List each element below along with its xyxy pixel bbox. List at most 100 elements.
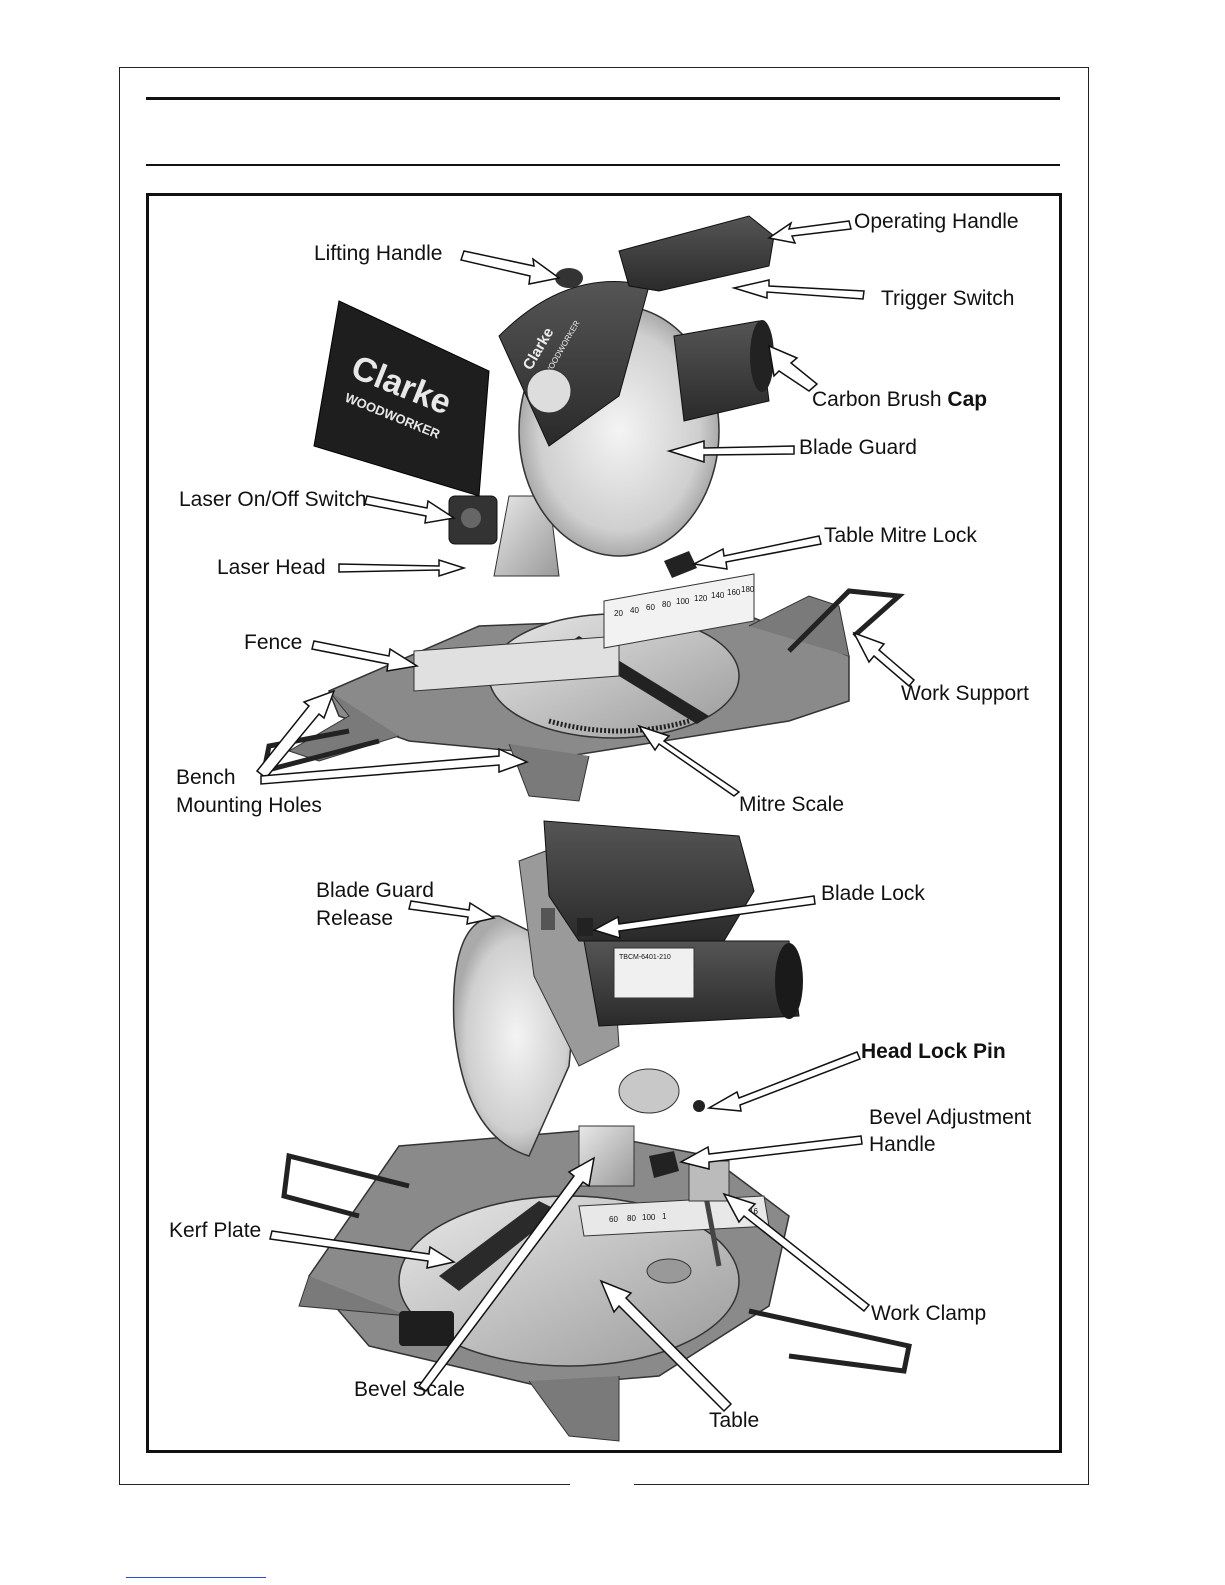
arrow-blade-guard-release — [408, 900, 496, 925]
rating-plate-model: TBCM-6401-210 — [619, 954, 671, 961]
arrow-carbon-brush-cap — [768, 344, 819, 392]
arrow-bevel-adjustment-handle — [678, 1135, 863, 1170]
label-lifting-handle: Lifting Handle — [314, 242, 442, 265]
label-mitre-scale: Mitre Scale — [739, 793, 844, 816]
side-block — [399, 1311, 454, 1346]
label-kerf-plate: Kerf Plate — [169, 1219, 261, 1242]
arrow-laser-switch — [364, 495, 457, 524]
ruler-number: 180 — [741, 585, 755, 594]
head-lock-housing — [618, 1068, 680, 1114]
arrow-blade-lock — [592, 895, 816, 940]
work-support-rod-right — [787, 588, 905, 653]
arrow-work-clamp — [722, 1192, 871, 1313]
ruler-number: 100 — [676, 597, 690, 606]
ruler-number: 80 — [662, 600, 671, 609]
label-blade-guard: Blade Guard — [799, 436, 917, 459]
bevel-adjustment-handle — [649, 1151, 679, 1178]
label-trigger-switch: Trigger Switch — [881, 287, 1014, 310]
laser-lens — [461, 508, 481, 528]
motor-housing — [673, 320, 770, 422]
blade-guard-release — [541, 908, 555, 930]
work-support-rod-right — [748, 1308, 912, 1374]
operating-handle — [543, 820, 755, 942]
ruler-number: 1 — [662, 1212, 667, 1221]
label-carbon-brush-cap-text: Carbon Brush — [812, 388, 942, 411]
carbon-brush-cap — [750, 320, 774, 392]
kerf-plate — [439, 1201, 559, 1291]
work-clamp-pad — [646, 1258, 692, 1284]
arrow-laser-head — [338, 558, 467, 578]
header-rule-bottom — [146, 164, 1060, 166]
label-operating-handle: Operating Handle — [854, 210, 1019, 233]
arrow-lifting-handle — [460, 250, 561, 285]
ruler-number: 60 — [609, 1215, 618, 1224]
base-leg-right — [748, 595, 850, 657]
ruler-number: 80 — [627, 1214, 636, 1223]
label-table: Table — [709, 1409, 759, 1432]
arrow-head-lock-pin — [706, 1051, 861, 1112]
carbon-brush-cap — [775, 943, 803, 1019]
arrow-mitre-scale — [637, 724, 741, 797]
arrow-table — [599, 1279, 733, 1413]
work-support-rod-left — [281, 1152, 410, 1219]
callout-labels: Operating Handle Lifting Handle Trigger … — [169, 210, 1031, 1432]
ruler-number: 140 — [711, 591, 725, 600]
top-mitre-saw: 20 40 60 80 100 120 140 160 180 Clarke W… — [260, 215, 905, 802]
parts-identification-figure: 20 40 60 80 100 120 140 160 180 Clarke W… — [146, 193, 1062, 1453]
fence — [413, 635, 620, 692]
arrow-operating-handle — [767, 220, 852, 245]
label-carbon-brush-cap: Carbon Brush Cap — [812, 388, 987, 411]
page-number-gap — [570, 1478, 634, 1492]
arrow-trigger-switch — [731, 279, 865, 300]
arrow-work-support — [852, 631, 916, 688]
arrow-kerf-plate — [269, 1230, 456, 1269]
callout-arrows — [255, 220, 916, 1413]
mitre-ruler-numbers: 20 40 60 80 100 120 140 160 180 — [614, 585, 755, 618]
ruler-number: 60 — [646, 603, 655, 612]
operating-handle — [618, 215, 775, 292]
arrow-bevel-scale — [417, 1156, 596, 1393]
table-mitre-lock — [664, 551, 697, 578]
header-rule-top — [146, 97, 1060, 100]
dust-bag — [313, 300, 490, 497]
label-fence: Fence — [244, 631, 302, 654]
label-laser-switch: Laser On/Off Switch — [179, 488, 367, 511]
label-blade-guard-release-1: Blade Guard — [316, 879, 434, 902]
label-work-clamp: Work Clamp — [871, 1302, 986, 1325]
base-leg-left — [298, 1275, 410, 1317]
label-work-support: Work Support — [901, 682, 1029, 705]
label-laser-head: Laser Head — [217, 556, 326, 579]
ruler-number: 40 — [630, 606, 639, 615]
label-bevel-adjustment-handle-1: Bevel Adjustment — [869, 1106, 1031, 1129]
label-bevel-adjustment-handle-2: Handle — [869, 1133, 936, 1156]
arrow-bench-mounting-holes-a — [255, 689, 336, 780]
arrow-table-mitre-lock — [691, 535, 822, 570]
arrow-fence — [311, 640, 420, 672]
mitre-ruler — [603, 573, 755, 649]
label-blade-guard-release-2: Release — [316, 907, 393, 930]
label-bench-mounting-holes-2: Mounting Holes — [176, 794, 322, 817]
lifting-handle — [555, 268, 583, 288]
arrow-blade-guard — [666, 440, 795, 464]
ruler-number: 120 — [694, 594, 708, 603]
ruler-number: 20 — [614, 609, 623, 618]
figure-canvas: 20 40 60 80 100 120 140 160 180 Clarke W… — [169, 210, 1031, 1442]
footer-link-underline[interactable] — [126, 1577, 266, 1578]
ruler-number: 160 — [727, 588, 741, 597]
base-leg-front — [508, 743, 590, 802]
label-blade-lock: Blade Lock — [821, 882, 925, 905]
blade-lock — [577, 918, 593, 936]
label-bench-mounting-holes-1: Bench — [176, 766, 236, 789]
bottom-mitre-saw: 60 80 100 1 140 16 TBCM-6401-210 — [281, 820, 912, 1442]
arrow-bench-mounting-holes-b — [260, 747, 529, 785]
label-bevel-scale: Bevel Scale — [354, 1378, 465, 1401]
label-table-mitre-lock: Table Mitre Lock — [824, 524, 977, 547]
ruler-number: 100 — [642, 1213, 656, 1222]
base-leg-front — [528, 1376, 620, 1442]
head-lock-pin — [693, 1100, 705, 1112]
label-head-lock-pin: Head Lock Pin — [861, 1040, 1006, 1063]
rating-plate — [613, 947, 695, 999]
ruler-number: 16 — [749, 1207, 758, 1216]
blade-arbor — [526, 368, 572, 414]
mitre-scale-arc — [548, 718, 690, 734]
